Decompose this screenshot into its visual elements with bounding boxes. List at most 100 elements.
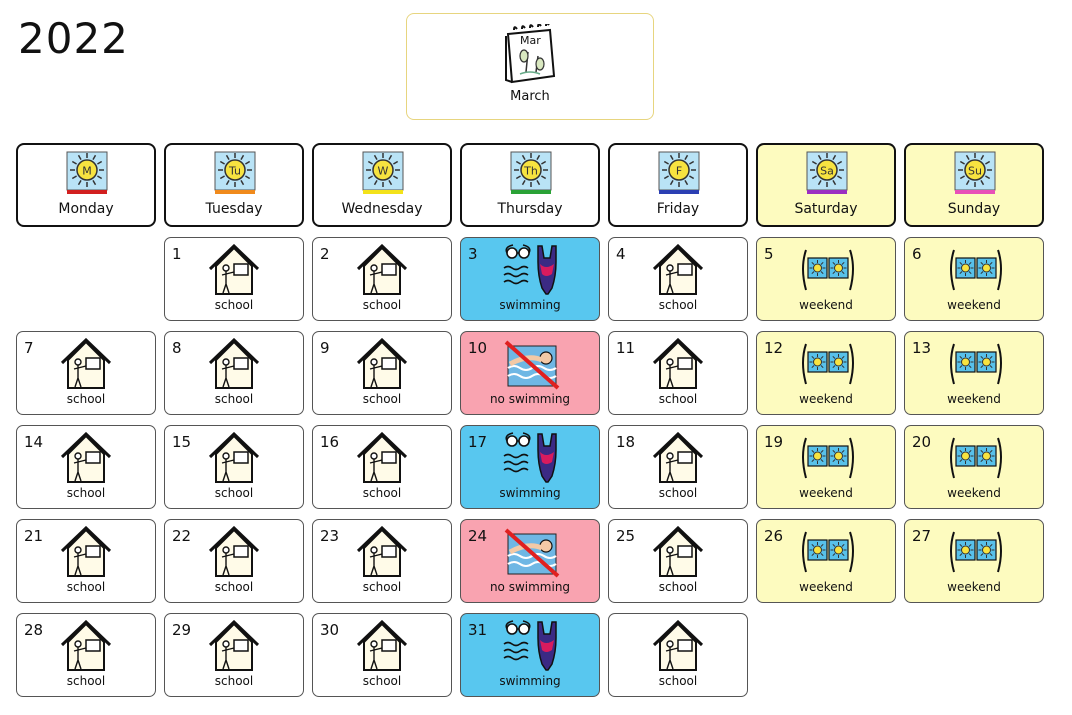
calendar-day-cell[interactable]: 24 no swimming: [460, 519, 600, 603]
activity-label: school: [362, 674, 402, 688]
day-header-friday[interactable]: F Friday: [608, 143, 748, 227]
calendar-day-cell[interactable]: 19 weekend: [756, 425, 896, 509]
day-header-label: Wednesday: [341, 201, 423, 217]
swimsuit-goggles-icon: [503, 432, 557, 483]
calendar-day-cell[interactable]: 21 school: [16, 519, 156, 603]
weekend-sun-icon: [950, 343, 1002, 385]
day-number: 25: [616, 527, 636, 545]
day-number: 16: [320, 433, 340, 451]
calendar-day-cell[interactable]: 29 school: [164, 613, 304, 697]
calendar-day-cell[interactable]: 3 swimming: [460, 237, 600, 321]
day-header-label: Friday: [656, 201, 700, 217]
calendar-day-cell[interactable]: 7 school: [16, 331, 156, 415]
school-house-icon: [652, 526, 704, 577]
activity-label: school: [214, 392, 254, 406]
day-abbr-label: Sa: [820, 165, 834, 178]
calendar-day-cell[interactable]: 1 school: [164, 237, 304, 321]
day-number: 26: [764, 527, 784, 545]
day-header-sunday[interactable]: Su Sunday: [904, 143, 1044, 227]
calendar-day-cell[interactable]: 2 school: [312, 237, 452, 321]
calendar-day-cell[interactable]: 28 school: [16, 613, 156, 697]
school-house-icon: [356, 526, 408, 577]
calendar-day-cell[interactable]: 16 school: [312, 425, 452, 509]
calendar-day-cell[interactable]: 30 school: [312, 613, 452, 697]
calendar-day-cell[interactable]: 12 weekend: [756, 331, 896, 415]
activity-label: no swimming: [489, 392, 571, 406]
calendar-day-cell[interactable]: 14 school: [16, 425, 156, 509]
calendar-day-cell[interactable]: 18 school: [608, 425, 748, 509]
day-sun-icon: Th: [510, 151, 552, 194]
swimsuit-goggles-icon: [503, 620, 557, 671]
day-number: 29: [172, 621, 192, 639]
calendar-day-cell[interactable]: 10 no swimming: [460, 331, 600, 415]
weekend-sun-icon: [950, 249, 1002, 291]
activity-label: weekend: [947, 392, 1001, 406]
school-house-icon: [652, 244, 704, 295]
day-number: 15: [172, 433, 192, 451]
day-number: 5: [764, 245, 774, 263]
calendar-day-cell[interactable]: 26 weekend: [756, 519, 896, 603]
day-number: 24: [468, 527, 488, 545]
school-house-icon: [208, 338, 260, 389]
day-header-wednesday[interactable]: W Wednesday: [312, 143, 452, 227]
day-header-saturday[interactable]: Sa Saturday: [756, 143, 896, 227]
weekend-sun-icon: [802, 343, 854, 385]
activity-label: school: [66, 486, 106, 500]
activity-label: weekend: [799, 580, 853, 594]
activity-label: weekend: [947, 580, 1001, 594]
calendar-day-cell[interactable]: 20 weekend: [904, 425, 1044, 509]
weekend-sun-icon: [802, 531, 854, 573]
school-house-icon: [652, 432, 704, 483]
calendar-day-cell[interactable]: 9 school: [312, 331, 452, 415]
calendar-day-cell[interactable]: 23 school: [312, 519, 452, 603]
day-sun-icon: M: [66, 151, 108, 194]
day-number: 31: [468, 621, 488, 639]
day-number: 27: [912, 527, 932, 545]
school-house-icon: [60, 620, 112, 671]
day-header-label: Tuesday: [205, 201, 263, 217]
calendar-day-cell[interactable]: 15 school: [164, 425, 304, 509]
activity-label: swimming: [499, 486, 561, 500]
calendar-day-cell[interactable]: school: [608, 613, 748, 697]
activity-label: school: [214, 580, 254, 594]
day-number: 17: [468, 433, 488, 451]
calendar-day-cell[interactable]: 17 swimming: [460, 425, 600, 509]
weekend-sun-icon: [950, 437, 1002, 479]
calendar-day-cell[interactable]: 11 school: [608, 331, 748, 415]
activity-label: weekend: [799, 298, 853, 312]
day-sun-icon: Tu: [214, 151, 256, 194]
calendar-day-cell[interactable]: 25 school: [608, 519, 748, 603]
school-house-icon: [60, 432, 112, 483]
day-sun-icon: W: [362, 151, 404, 194]
day-header-label: Sunday: [947, 201, 1001, 217]
day-header-monday[interactable]: M Monday: [16, 143, 156, 227]
activity-label: school: [362, 298, 402, 312]
day-header-tuesday[interactable]: Tu Tuesday: [164, 143, 304, 227]
school-house-icon: [208, 432, 260, 483]
weekend-sun-icon: [802, 249, 854, 291]
day-number: 1: [172, 245, 182, 263]
calendar-day-cell[interactable]: 13 weekend: [904, 331, 1044, 415]
activity-label: no swimming: [489, 580, 571, 594]
calendar-day-cell[interactable]: 31 swimming: [460, 613, 600, 697]
activity-label: school: [658, 580, 698, 594]
calendar-day-cell[interactable]: 8 school: [164, 331, 304, 415]
month-card[interactable]: Mar March: [406, 13, 654, 120]
activity-label: weekend: [947, 298, 1001, 312]
activity-label: school: [658, 298, 698, 312]
calendar-day-cell[interactable]: 6 weekend: [904, 237, 1044, 321]
day-sun-icon: Su: [954, 151, 996, 194]
calendar-day-cell[interactable]: 22 school: [164, 519, 304, 603]
school-house-icon: [208, 620, 260, 671]
day-number: 13: [912, 339, 932, 357]
empty-cell: [16, 237, 156, 321]
school-house-icon: [652, 338, 704, 389]
activity-label: school: [362, 392, 402, 406]
activity-label: weekend: [799, 392, 853, 406]
calendar-day-cell[interactable]: 5 weekend: [756, 237, 896, 321]
day-header-thursday[interactable]: Th Thursday: [460, 143, 600, 227]
calendar-day-cell[interactable]: 27 weekend: [904, 519, 1044, 603]
calendar-day-cell[interactable]: 4 school: [608, 237, 748, 321]
day-number: 30: [320, 621, 340, 639]
day-header-label: Monday: [58, 201, 114, 217]
